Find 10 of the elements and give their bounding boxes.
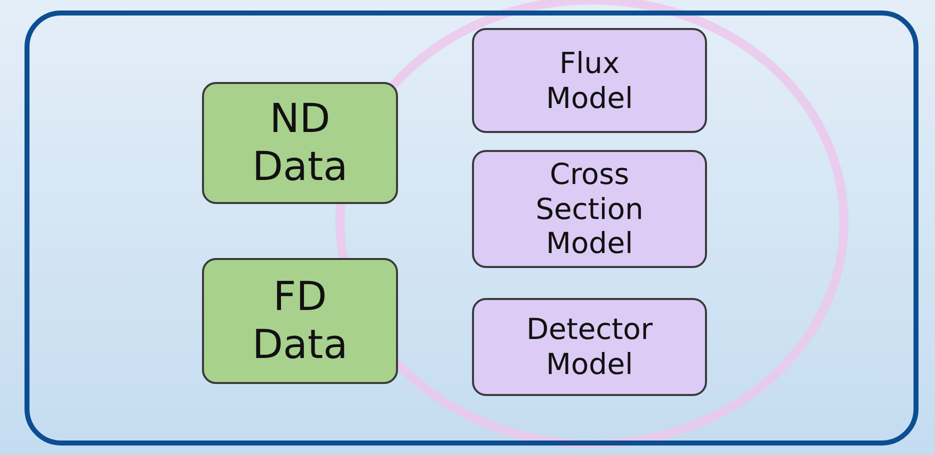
data-box [202, 82, 398, 204]
box-label: FD Data [251, 273, 349, 369]
box-label: Detector Model [525, 312, 654, 382]
model-box [472, 150, 707, 268]
model-box [472, 28, 707, 133]
box-label: Flux Model [544, 46, 634, 116]
box-label: ND Data [251, 95, 349, 191]
model-box [472, 298, 707, 396]
data-box [202, 258, 398, 384]
box-label: Cross Section Model [534, 156, 644, 262]
